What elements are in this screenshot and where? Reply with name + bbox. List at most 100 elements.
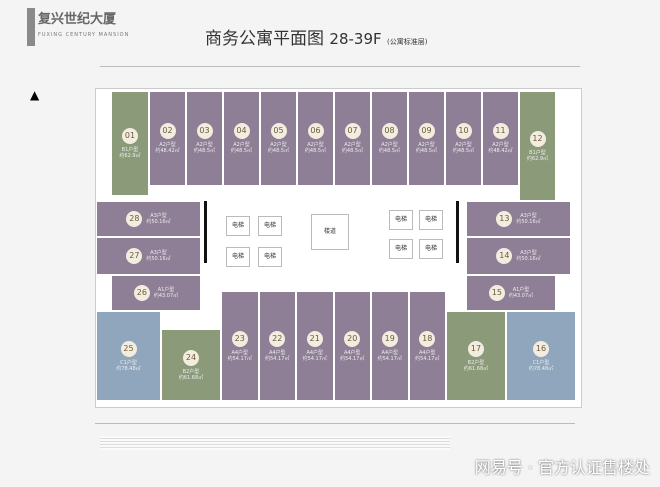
unit-area: 约48.5㎡ bbox=[193, 148, 216, 154]
unit-info: A2户型约48.5㎡ bbox=[416, 142, 437, 154]
unit-number: 07 bbox=[344, 123, 361, 139]
unit-info: A1户型约43.07㎡ bbox=[509, 287, 533, 299]
wall bbox=[456, 201, 459, 263]
unit-type: A3户型 bbox=[520, 250, 537, 256]
unit-area: 约48.5㎡ bbox=[304, 148, 327, 154]
unit-number: 22 bbox=[269, 330, 286, 347]
unit-info: A3户型约50.16㎡ bbox=[146, 250, 170, 262]
unit-area: 约48.5㎡ bbox=[230, 148, 253, 154]
unit-number: 05 bbox=[270, 123, 287, 139]
unit-area: 约54.17㎡ bbox=[340, 355, 365, 362]
unit-area: 约61.68㎡ bbox=[178, 374, 204, 381]
dimension-line bbox=[100, 66, 580, 67]
unit-info: A3户型约50.16㎡ bbox=[516, 250, 540, 262]
elevator: 电梯 bbox=[258, 247, 282, 267]
unit-number: 16 bbox=[533, 340, 549, 357]
unit-info: A2户型约48.5㎡ bbox=[379, 142, 400, 154]
unit-area: 约50.16㎡ bbox=[146, 219, 171, 225]
unit-info: B2户型约61.68㎡ bbox=[179, 369, 203, 381]
unit-number: 12 bbox=[529, 130, 546, 147]
unit-type: A2户型 bbox=[233, 142, 250, 148]
unit-info: C1户型约78.48㎡ bbox=[116, 360, 140, 372]
logo-mark bbox=[27, 8, 35, 46]
unit-area: 约62.9㎡ bbox=[526, 155, 549, 162]
unit-number: 23 bbox=[231, 330, 248, 347]
unit-area: 约43.07㎡ bbox=[508, 293, 534, 299]
unit-area: 约62.9㎡ bbox=[119, 153, 141, 159]
unit-info: A3户型约50.16㎡ bbox=[146, 213, 170, 225]
unit-type: A3户型 bbox=[520, 213, 537, 219]
unit-type: A4户型 bbox=[268, 349, 286, 356]
unit-type: A4户型 bbox=[306, 349, 324, 356]
unit-number: 03 bbox=[196, 123, 213, 139]
elevator: 电梯 bbox=[258, 216, 282, 236]
unit-info: A4户型约54.17㎡ bbox=[228, 350, 252, 362]
unit-number: 20 bbox=[344, 330, 361, 347]
unit-type: C1户型 bbox=[120, 359, 137, 366]
unit-number: 09 bbox=[418, 123, 435, 139]
unit-area: 约48.5㎡ bbox=[341, 148, 364, 154]
unit-number: 02 bbox=[159, 123, 176, 139]
unit-area: 约50.16㎡ bbox=[516, 219, 541, 225]
unit-info: A2户型约48.5㎡ bbox=[268, 142, 289, 154]
logo-subtext: FUXING CENTURY MANSION bbox=[38, 32, 130, 38]
unit-type: A2户型 bbox=[344, 142, 361, 148]
unit-number: 28 bbox=[126, 211, 143, 227]
unit-number: 08 bbox=[381, 123, 398, 139]
unit-info: A4户型约54.17㎡ bbox=[340, 350, 364, 362]
unit-type: A3户型 bbox=[150, 213, 167, 219]
unit-area: 约50.16㎡ bbox=[146, 256, 171, 262]
wall bbox=[204, 201, 207, 263]
unit-type: A2户型 bbox=[381, 142, 398, 148]
unit-type: A4户型 bbox=[418, 349, 436, 356]
unit-type: B2户型 bbox=[182, 368, 200, 375]
unit-number: 06 bbox=[307, 123, 324, 139]
unit-area: 约78.48㎡ bbox=[528, 365, 554, 372]
unit-type: A4户型 bbox=[231, 349, 249, 356]
unit-number: 25 bbox=[120, 340, 137, 357]
unit-number: 11 bbox=[492, 123, 509, 139]
unit-info: A2户型约48.5㎡ bbox=[305, 142, 326, 154]
elevator: 电梯 bbox=[419, 210, 443, 230]
unit-type: A4户型 bbox=[381, 349, 399, 356]
unit-number: 14 bbox=[496, 248, 513, 264]
unit-number: 10 bbox=[455, 123, 472, 139]
unit-number: 01 bbox=[122, 128, 138, 144]
unit-info: A4户型约54.17㎡ bbox=[265, 350, 289, 362]
unit-info: A2户型约48.5㎡ bbox=[231, 142, 252, 154]
unit-number: 21 bbox=[306, 330, 323, 347]
unit-info: A3户型约50.16㎡ bbox=[516, 213, 540, 225]
unit-type: A1户型 bbox=[157, 287, 175, 293]
unit-info: C1户型约78.48㎡ bbox=[529, 360, 553, 372]
unit-type: B2户型 bbox=[467, 359, 485, 366]
